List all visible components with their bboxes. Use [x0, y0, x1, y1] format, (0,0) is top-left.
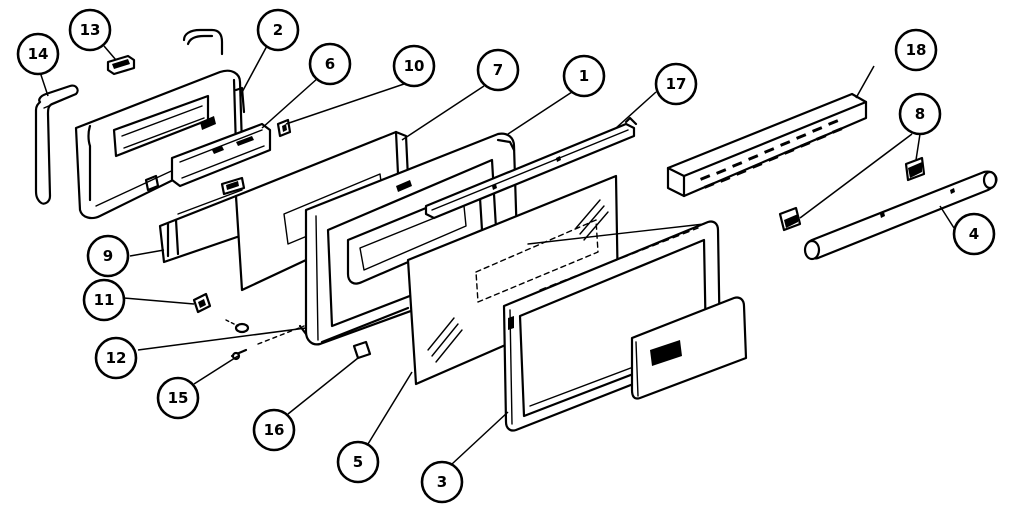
- callout-3-label: 3: [437, 473, 447, 491]
- callout-6: 6: [308, 42, 352, 86]
- callout-2: 2: [256, 8, 300, 52]
- callout-5: 5: [336, 440, 380, 484]
- callout-14-label: 14: [28, 45, 49, 63]
- callout-17-label: 17: [666, 75, 687, 93]
- callout-6-label: 6: [325, 55, 335, 73]
- part-18-vent-trim: [666, 92, 868, 198]
- callout-2-label: 2: [273, 21, 283, 39]
- callout-4: 4: [952, 212, 996, 256]
- part-16-spacer: [352, 340, 372, 360]
- callout-16-label: 16: [264, 421, 285, 439]
- callout-12-label: 12: [106, 349, 127, 367]
- callout-10: 10: [392, 44, 436, 88]
- part-17-rail: [424, 116, 638, 220]
- part-12-screw: [225, 319, 250, 334]
- callout-13-label: 13: [80, 21, 101, 39]
- callout-10-label: 10: [404, 57, 425, 75]
- part-3-outer-frame: [502, 220, 722, 432]
- callout-4-label: 4: [969, 225, 979, 243]
- part-10-clip: [276, 118, 292, 138]
- callout-9: 9: [86, 234, 130, 278]
- callout-1: 1: [562, 54, 606, 98]
- part-9-bracket: [158, 176, 246, 264]
- leader-lines: [39, 43, 955, 465]
- callout-15: 15: [156, 376, 200, 420]
- callout-17: 17: [654, 62, 698, 106]
- callout-9-label: 9: [103, 247, 113, 265]
- callout-1-label: 1: [579, 67, 589, 85]
- part-13-latch: [106, 54, 136, 76]
- callout-18-label: 18: [906, 41, 927, 59]
- callout-16: 16: [252, 408, 296, 452]
- window-pane: [630, 296, 748, 400]
- callout-14: 14: [16, 32, 60, 76]
- callout-8: 8: [898, 92, 942, 136]
- callout-11: 11: [82, 278, 126, 322]
- callout-8-label: 8: [915, 105, 925, 123]
- callout-15-label: 15: [168, 389, 189, 407]
- callout-18: 18: [894, 28, 938, 72]
- callout-3: 3: [420, 460, 464, 504]
- callout-7: 7: [476, 48, 520, 92]
- callout-13: 13: [68, 8, 112, 52]
- callout-5-label: 5: [353, 453, 363, 471]
- handle-clip: [182, 28, 224, 56]
- callout-7-label: 7: [493, 61, 503, 79]
- part-6-control-insert: [170, 122, 272, 188]
- callout-12: 12: [94, 336, 138, 380]
- part-14-gasket: [34, 84, 79, 205]
- part-4-handle-bar: [803, 170, 998, 261]
- callout-11-label: 11: [94, 291, 115, 309]
- part-11-clip: [192, 292, 212, 314]
